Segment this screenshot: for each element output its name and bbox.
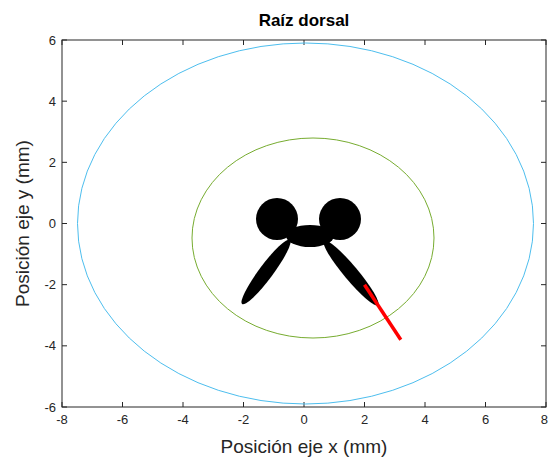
tick-mark bbox=[122, 40, 123, 45]
y-tick-label: 4 bbox=[49, 95, 56, 108]
tick-mark bbox=[62, 284, 67, 285]
tick-mark bbox=[183, 40, 184, 45]
inner-ellipse bbox=[192, 138, 434, 338]
x-tick-label: 0 bbox=[300, 413, 307, 426]
left-limb bbox=[236, 236, 295, 309]
tick-mark bbox=[541, 407, 546, 408]
red-vector bbox=[365, 285, 401, 340]
tick-mark bbox=[425, 402, 426, 407]
tick-mark bbox=[546, 40, 547, 45]
root-shape bbox=[236, 198, 383, 310]
tick-mark bbox=[62, 101, 67, 102]
tick-mark bbox=[304, 402, 305, 407]
y-tick-label: -6 bbox=[44, 401, 56, 414]
tick-mark bbox=[546, 402, 547, 407]
y-tick-label: -2 bbox=[44, 278, 56, 291]
tick-mark bbox=[541, 284, 546, 285]
tick-mark bbox=[541, 345, 546, 346]
x-tick-label: -2 bbox=[238, 413, 250, 426]
x-tick-label: 2 bbox=[361, 413, 368, 426]
tick-mark bbox=[364, 402, 365, 407]
tick-mark bbox=[304, 40, 305, 45]
x-tick-label: -4 bbox=[177, 413, 189, 426]
tick-mark bbox=[62, 407, 67, 408]
tick-mark bbox=[243, 402, 244, 407]
x-tick-label: -6 bbox=[117, 413, 129, 426]
tick-marks bbox=[62, 40, 546, 407]
y-tick-label: 2 bbox=[49, 156, 56, 169]
tick-mark bbox=[62, 40, 63, 45]
x-tick-label: -8 bbox=[56, 413, 68, 426]
tick-mark bbox=[485, 402, 486, 407]
tick-mark bbox=[243, 40, 244, 45]
tick-mark bbox=[425, 40, 426, 45]
tick-mark bbox=[62, 162, 67, 163]
tick-mark bbox=[183, 402, 184, 407]
chart-title: Raíz dorsal bbox=[259, 12, 350, 29]
tick-mark bbox=[62, 223, 67, 224]
tick-mark bbox=[62, 402, 63, 407]
tick-mark bbox=[122, 402, 123, 407]
tick-mark bbox=[541, 223, 546, 224]
y-tick-label: 0 bbox=[49, 217, 56, 230]
x-tick-label: 6 bbox=[482, 413, 489, 426]
tick-mark bbox=[485, 40, 486, 45]
tick-mark bbox=[62, 40, 67, 41]
outer-ellipse bbox=[78, 43, 534, 404]
y-axis-label: Posición eje y (mm) bbox=[13, 140, 32, 307]
tick-mark bbox=[364, 40, 365, 45]
tick-mark bbox=[541, 101, 546, 102]
tick-mark bbox=[541, 40, 546, 41]
y-tick-label: -4 bbox=[44, 339, 56, 352]
y-tick-label: 6 bbox=[49, 34, 56, 47]
x-tick-label: 8 bbox=[541, 413, 548, 426]
axes-box bbox=[62, 40, 546, 407]
tick-mark bbox=[541, 162, 546, 163]
tick-mark bbox=[62, 345, 67, 346]
x-axis-label: Posición eje x (mm) bbox=[221, 437, 388, 456]
x-tick-label: 4 bbox=[421, 413, 428, 426]
